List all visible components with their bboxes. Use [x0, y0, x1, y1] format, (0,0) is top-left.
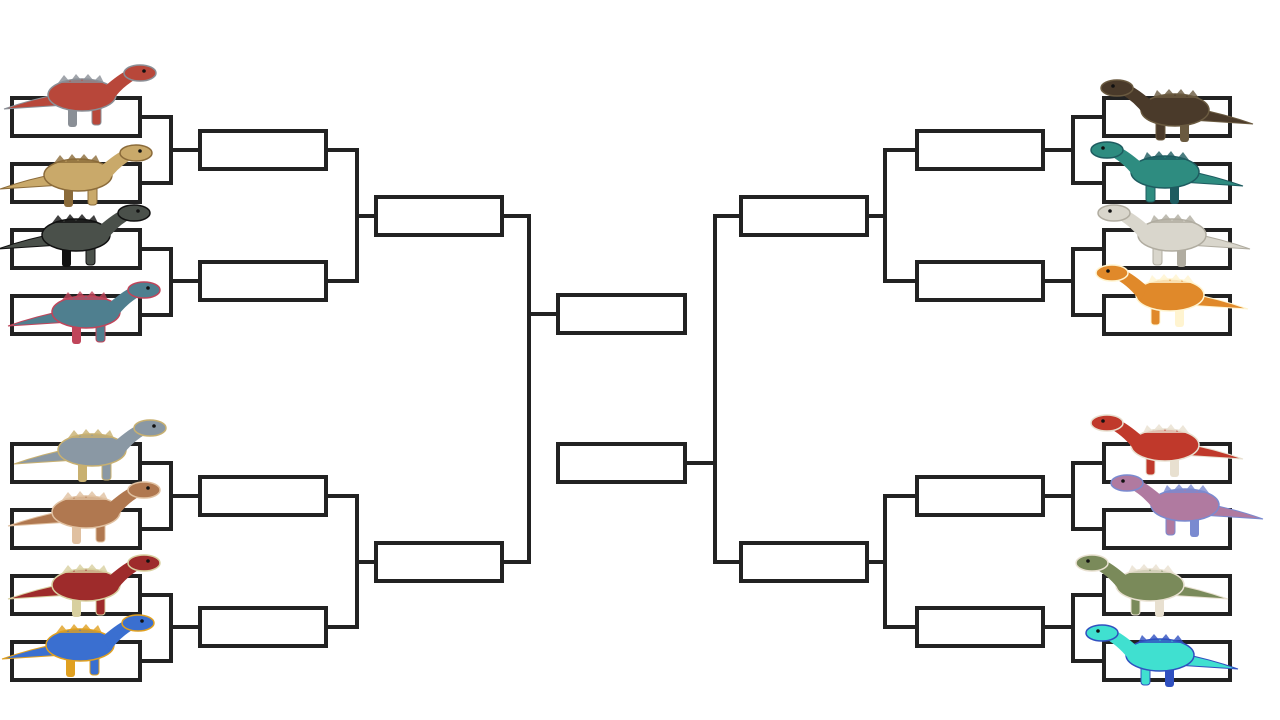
red-ceratopsian-icon	[1090, 414, 1244, 477]
bracket-connector	[713, 214, 741, 564]
bracket-connector	[326, 494, 359, 629]
red-spiked-dinosaur-icon	[7, 554, 161, 617]
bracket-lines	[140, 115, 1104, 663]
teal-theropod-icon	[1090, 141, 1244, 204]
bracket-slots	[10, 96, 1232, 682]
round3-slot-left[interactable]	[374, 195, 504, 237]
bracket-connector	[1071, 247, 1104, 317]
bracket-connector	[1071, 461, 1104, 531]
blue-theropod-icon	[7, 281, 161, 344]
semifinal-slot-right[interactable]	[556, 442, 687, 484]
bracket-connector	[883, 148, 917, 283]
round3-slot-right[interactable]	[739, 541, 869, 583]
bracket-connector	[326, 148, 359, 283]
round2-slot-right[interactable]	[915, 129, 1045, 171]
brown-theropod-icon	[7, 481, 161, 544]
white-theropod-icon	[1097, 204, 1251, 267]
round2-slot-left[interactable]	[198, 260, 328, 302]
brown-hadrosaur-icon	[1100, 79, 1254, 142]
round2-slot-right[interactable]	[915, 475, 1045, 517]
dinosaur-images	[0, 64, 1264, 687]
round2-slot-left[interactable]	[198, 606, 328, 648]
blue-raptor-icon	[1, 614, 155, 677]
spiked-tan-dinosaur-icon	[0, 144, 153, 207]
cyan-cartoon-dinosaur-icon	[1085, 624, 1239, 687]
purple-raptor-icon	[1110, 474, 1264, 537]
orange-spotted-sauropod-icon	[1095, 264, 1249, 327]
red-theropod-icon	[3, 64, 157, 127]
green-triceratops-icon	[1075, 554, 1229, 617]
round2-slot-left[interactable]	[198, 129, 328, 171]
bracket-connector	[502, 214, 531, 564]
round3-slot-left[interactable]	[374, 541, 504, 583]
bracket-connector	[883, 494, 917, 629]
round2-slot-right[interactable]	[915, 260, 1045, 302]
round3-slot-right[interactable]	[739, 195, 869, 237]
round2-slot-left[interactable]	[198, 475, 328, 517]
grey-spined-sauropod-icon	[13, 419, 167, 482]
round2-slot-right[interactable]	[915, 606, 1045, 648]
black-cartoon-tyrannosaur-icon	[0, 204, 151, 267]
semifinal-slot-left[interactable]	[556, 293, 687, 335]
